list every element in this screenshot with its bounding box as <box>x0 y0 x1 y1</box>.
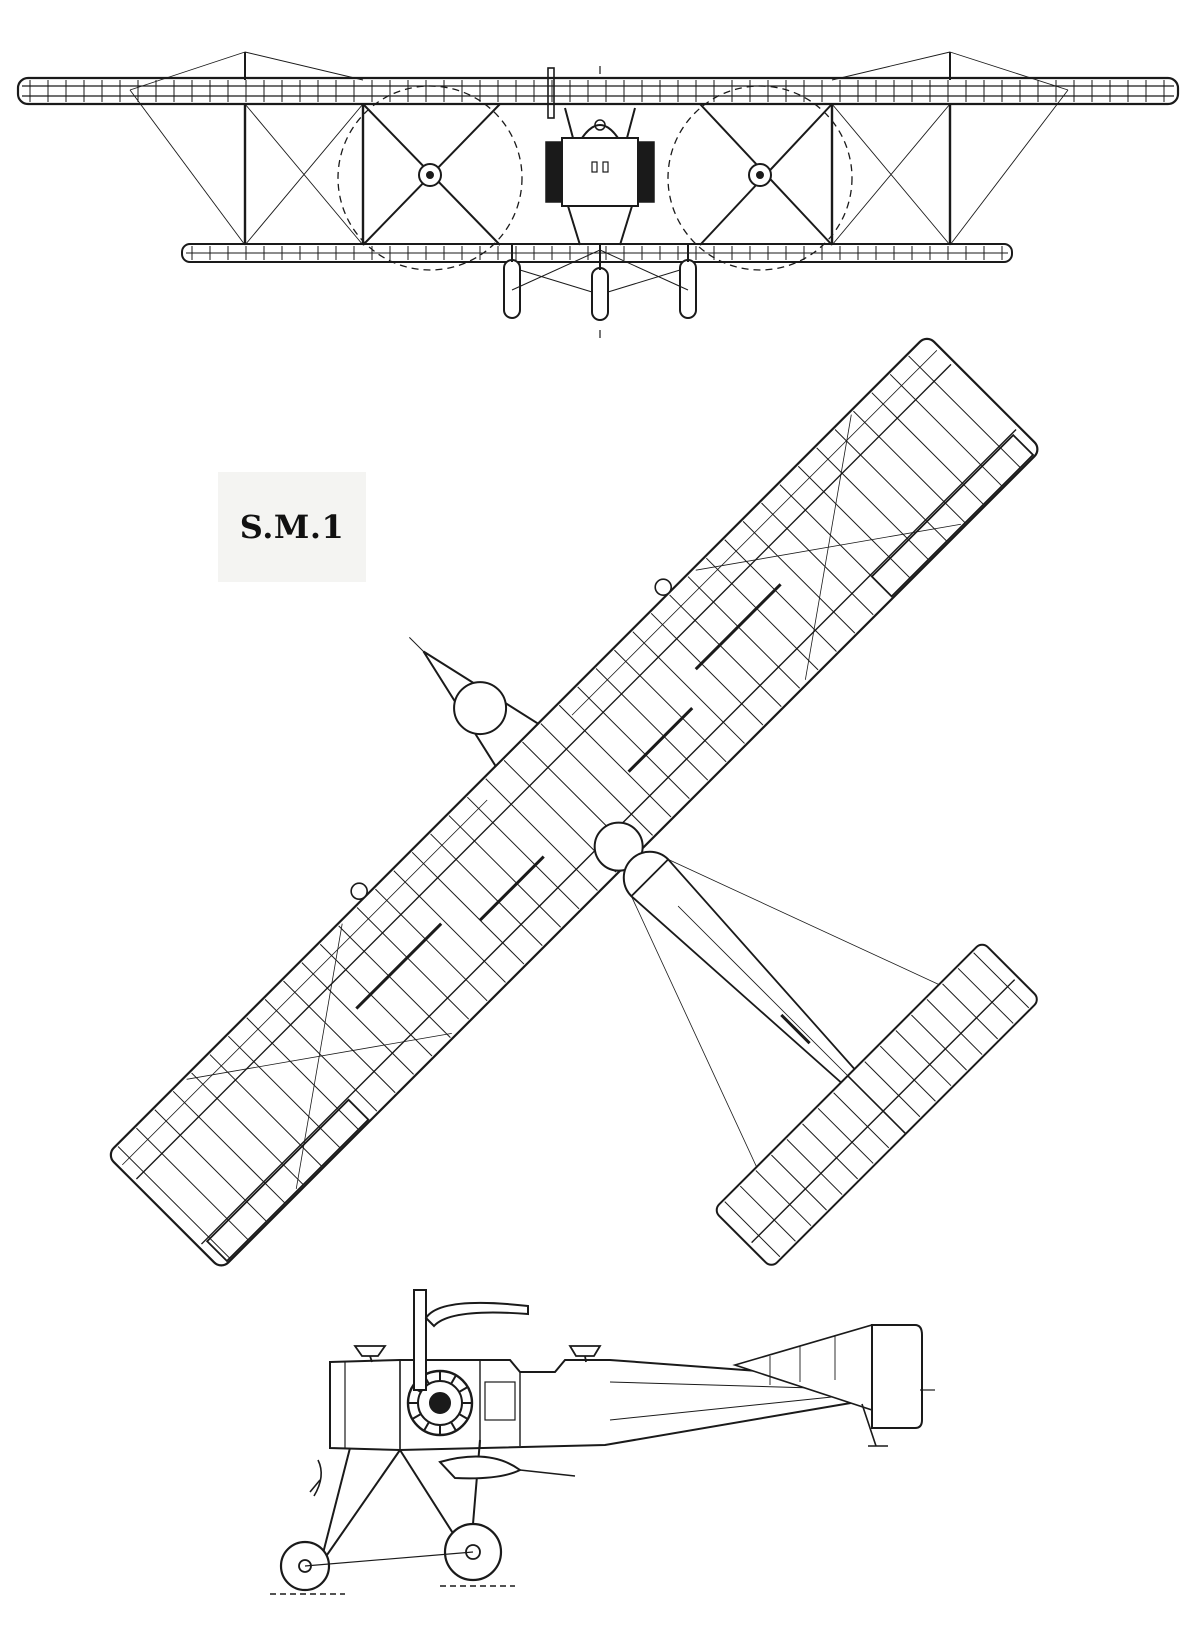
tailplane-rib <box>755 1170 812 1227</box>
plan-wing-rib <box>430 833 543 947</box>
plan-wing-rib <box>448 815 562 928</box>
plan-wing-rib <box>319 943 433 1057</box>
front-lower-wing <box>181 243 1013 263</box>
tailplane-rib <box>911 1014 967 1071</box>
front-upper-wing <box>16 76 1180 106</box>
plan-view <box>109 337 1039 1267</box>
plan-wing-rib <box>375 888 488 1002</box>
side-view <box>270 1289 935 1595</box>
plan-wing-rib <box>889 373 1003 487</box>
plan-wing-rib <box>191 1072 304 1186</box>
plan-wing-rib <box>577 686 690 799</box>
plan-wing-rib <box>117 1146 231 1259</box>
plan-wing-rib <box>650 612 764 726</box>
plan-wing-rib <box>632 631 745 744</box>
plan-wing-rib <box>485 778 598 891</box>
interplane-struts <box>243 52 952 245</box>
plan-wing-rib <box>761 502 874 616</box>
plan-wing <box>109 337 1039 1267</box>
engine-fin <box>458 1386 468 1393</box>
engine-mounts <box>362 103 833 246</box>
engine-fin <box>450 1375 457 1385</box>
plan-wing-rib <box>669 594 782 708</box>
front-fuselage <box>545 66 655 338</box>
plan-wing-rib <box>558 704 672 818</box>
side-gun-mounts <box>353 1345 602 1363</box>
tailplane-rib <box>942 983 999 1040</box>
plan-wing-rib <box>356 907 470 1020</box>
plan-wing-rib <box>871 392 984 505</box>
plan-tailplane <box>715 943 1038 1266</box>
plan-wing-rib <box>411 851 525 965</box>
plan-wing-rib <box>283 980 396 1094</box>
plan-nose <box>409 637 540 768</box>
plan-wing-rib <box>853 410 966 524</box>
tailplane-rib <box>957 967 1014 1024</box>
plan-wing-rib <box>705 557 819 671</box>
plan-wing-rib <box>540 723 653 836</box>
plan-wing-rib <box>338 925 451 1038</box>
plan-wing-rib <box>393 870 506 983</box>
tailplane-rib <box>771 1154 827 1211</box>
front-view <box>16 51 1180 338</box>
plan-wing-rib <box>797 465 911 579</box>
side-landing-gear <box>270 1439 576 1595</box>
plan-wing-rib <box>908 355 1021 469</box>
tailplane-rib <box>802 1123 859 1180</box>
plan-wing-rib <box>834 429 948 542</box>
plan-wing-rib <box>172 1090 286 1204</box>
aircraft-designation: S.M.1 <box>239 508 345 546</box>
plan-wing-rib <box>246 1017 359 1130</box>
engine-fin <box>423 1421 430 1431</box>
tailplane-rib <box>786 1139 843 1195</box>
tailplane-rib <box>739 1185 796 1242</box>
propeller-arcs <box>337 85 853 271</box>
tailplane-rib <box>973 952 1030 1009</box>
plan-wing-rib <box>816 447 929 560</box>
tailplane-rib <box>879 1045 936 1102</box>
bracing-wires <box>129 51 1069 246</box>
plan-wing-rib <box>301 962 414 1075</box>
plan-wing-rib <box>154 1109 267 1222</box>
plan-wing-rib <box>595 668 709 781</box>
plan-wing-rib <box>227 1035 341 1149</box>
tailplane-rib <box>926 999 983 1055</box>
engine-fin <box>412 1413 422 1420</box>
title-label-box: S.M.1 <box>218 472 366 582</box>
tailplane-rib <box>724 1201 781 1258</box>
tailplane-rib <box>817 1107 874 1164</box>
plan-wing-rib <box>614 649 727 763</box>
plan-wing-rib <box>724 539 837 652</box>
plan-wing-rib <box>466 796 580 910</box>
front-landing-gear <box>503 245 697 321</box>
engine-fin <box>450 1421 457 1431</box>
plan-wing-rib <box>687 576 801 689</box>
tailplane-rib <box>864 1061 921 1118</box>
plan-wing-rib <box>264 999 378 1112</box>
side-tail <box>732 1323 935 1447</box>
plan-wing-rib <box>742 521 856 634</box>
plan-wing-rib <box>136 1127 249 1241</box>
side-pylon <box>413 1289 529 1391</box>
engine-fin <box>458 1413 468 1420</box>
tailplane-rib <box>895 1030 952 1087</box>
tailplane-rib <box>833 1092 890 1149</box>
